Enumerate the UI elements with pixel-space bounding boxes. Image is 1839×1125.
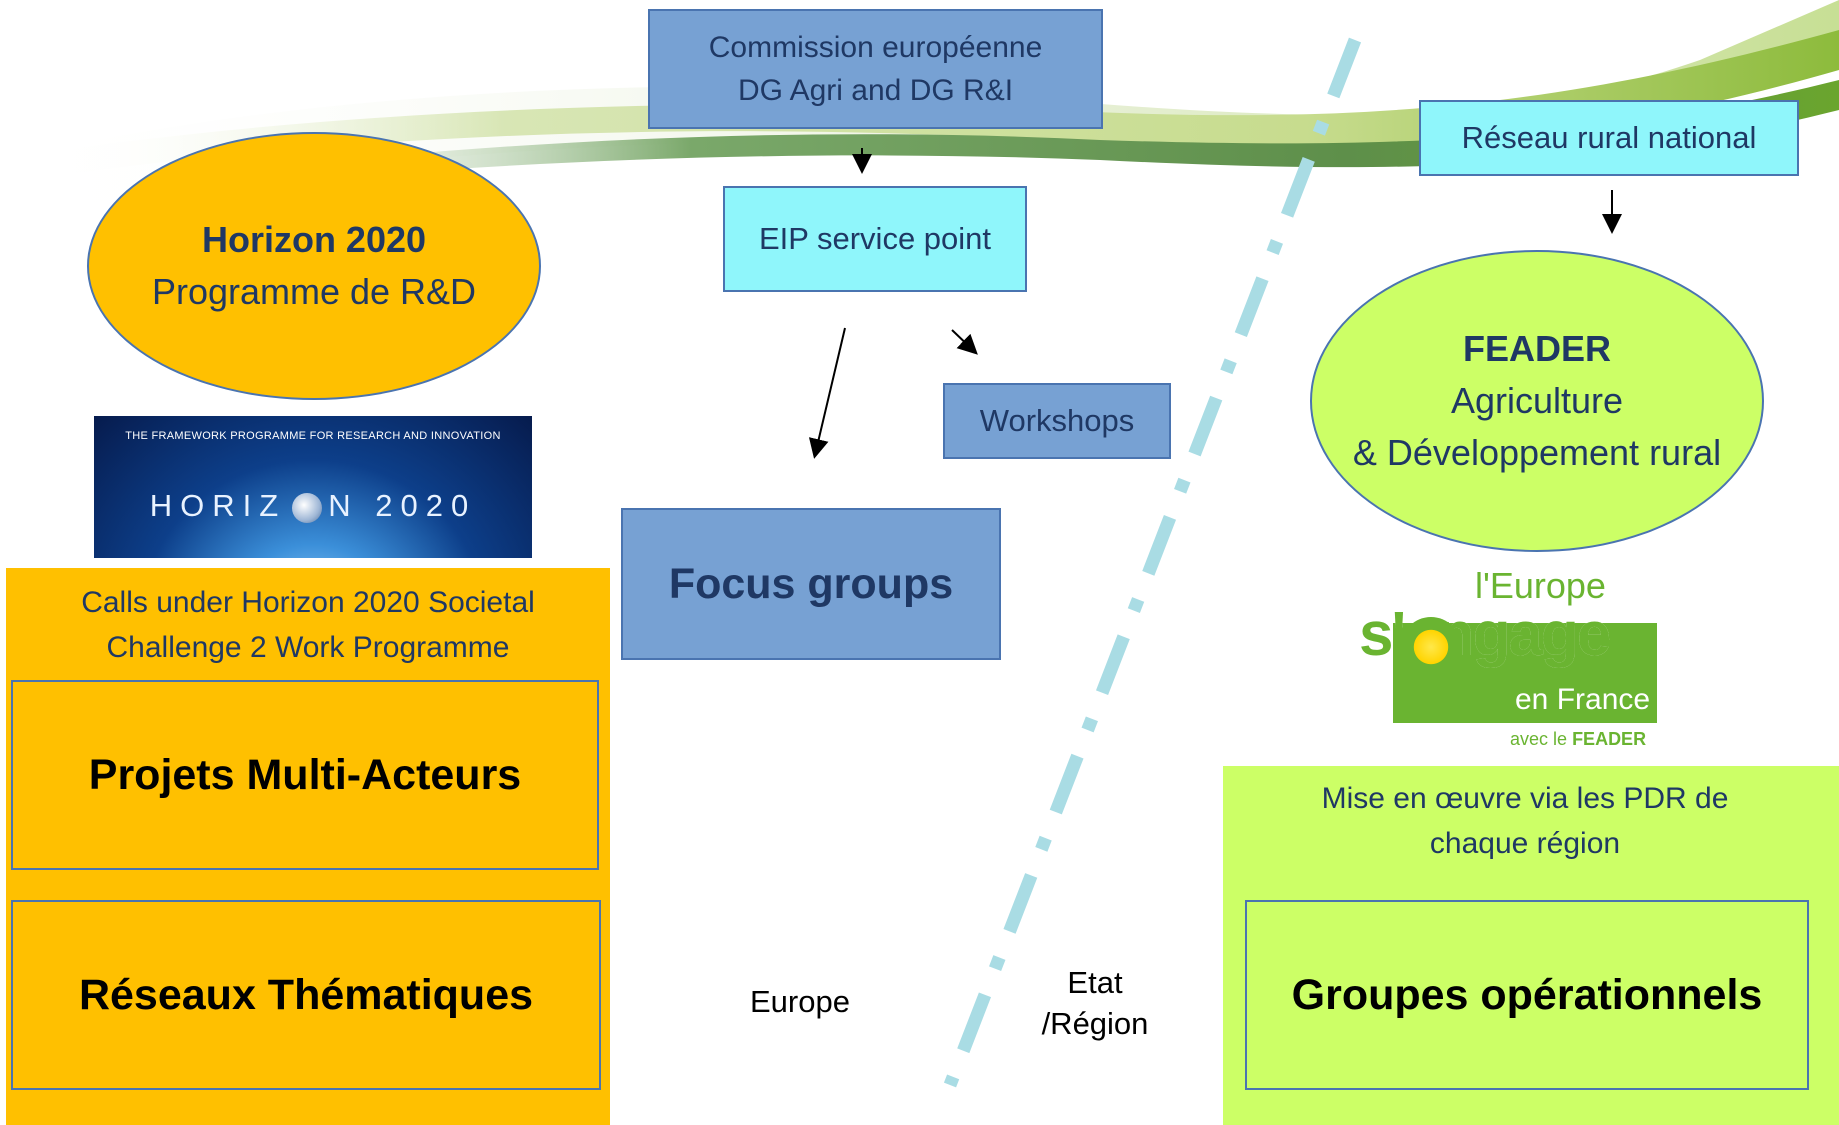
europe-logo-line4: avec le FEADER (1510, 729, 1646, 750)
etat-region-label: Etat /Région (1030, 962, 1160, 1044)
horizon-subtitle: Programme de R&D (151, 271, 477, 312)
reseaux-thematiques-box: Réseaux Thématiques (11, 900, 601, 1090)
horizon-logo-word-left: HORIZ (149, 488, 287, 523)
europe-logo-line1: l'Europe (1475, 565, 1606, 606)
feader-line2: & Développement rural (1352, 432, 1722, 473)
europe-logo-line4-brand: FEADER (1572, 729, 1647, 749)
etat-label: Etat (1067, 965, 1123, 1000)
mise-en-oeuvre-line2: chaque région (1429, 827, 1621, 860)
commission-line1: Commission européenne (708, 31, 1043, 64)
europe-logo-engage: s'engage (1359, 600, 1611, 669)
projets-multi-acteurs-label: Projets Multi-Acteurs (88, 750, 522, 799)
feader-line1: Agriculture (1450, 380, 1624, 421)
horizon-title: Horizon 2020 (201, 219, 427, 260)
feader-ellipse: FEADER Agriculture & Développement rural (1310, 250, 1764, 552)
region-label: /Région (1041, 1006, 1149, 1041)
reseau-rural-box: Réseau rural national (1419, 100, 1799, 176)
projets-multi-acteurs-box: Projets Multi-Acteurs (11, 680, 599, 870)
feader-title: FEADER (1462, 328, 1611, 369)
mise-en-oeuvre-text: Mise en œuvre via les PDR de chaque régi… (1223, 776, 1827, 866)
eip-service-point-box: EIP service point (723, 186, 1027, 292)
commission-line2: DG Agri and DG R&I (737, 74, 1014, 107)
reseaux-thematiques-label: Réseaux Thématiques (78, 970, 534, 1019)
eip-service-point-label: EIP service point (758, 221, 992, 256)
groupes-operationnels-box: Groupes opérationnels (1245, 900, 1809, 1090)
calls-text: Calls under Horizon 2020 Societal Challe… (6, 580, 610, 670)
horizon-logo-tagline: THE FRAMEWORK PROGRAMME FOR RESEARCH AND… (125, 430, 501, 442)
divider-line (943, 37, 1362, 1088)
horizon-logo-wordmark: HORIZ N 2020 (94, 488, 532, 524)
groupes-operationnels-label: Groupes opérationnels (1291, 970, 1763, 1019)
horizon-2020-ellipse: Horizon 2020 Programme de R&D (87, 132, 541, 400)
focus-groups-label: Focus groups (668, 559, 954, 608)
mise-en-oeuvre-line1: Mise en œuvre via les PDR de (1321, 782, 1729, 815)
europe-sengage-logo: l'Europe s'engage en France avec le FEAD… (1355, 565, 1665, 755)
star-icon (1401, 617, 1461, 677)
europe-logo-line3: en France (1515, 683, 1651, 716)
europe-logo-line2: s'engage (1359, 599, 1611, 670)
globe-icon (292, 492, 323, 523)
feader-implementation-panel: Mise en œuvre via les PDR de chaque régi… (1223, 766, 1839, 1125)
arrow-eip-focus (808, 327, 846, 459)
commission-box: Commission européenne DG Agri and DG R&I (648, 9, 1103, 129)
horizon-logo-word-right: N 2020 (328, 488, 477, 523)
horizon-calls-panel: Calls under Horizon 2020 Societal Challe… (6, 568, 610, 1125)
europe-label: Europe (750, 984, 850, 1019)
reseau-rural-label: Réseau rural national (1461, 120, 1757, 155)
workshops-label: Workshops (979, 403, 1135, 438)
calls-line2: Challenge 2 Work Programme (106, 631, 510, 664)
horizon-2020-logo: THE FRAMEWORK PROGRAMME FOR RESEARCH AND… (94, 416, 532, 558)
calls-line1: Calls under Horizon 2020 Societal (81, 586, 535, 619)
arrow-eip-workshops (951, 329, 978, 355)
workshops-box: Workshops (943, 383, 1171, 459)
focus-groups-box: Focus groups (621, 508, 1001, 660)
europe-logo-line4-prefix: avec le (1510, 729, 1568, 749)
